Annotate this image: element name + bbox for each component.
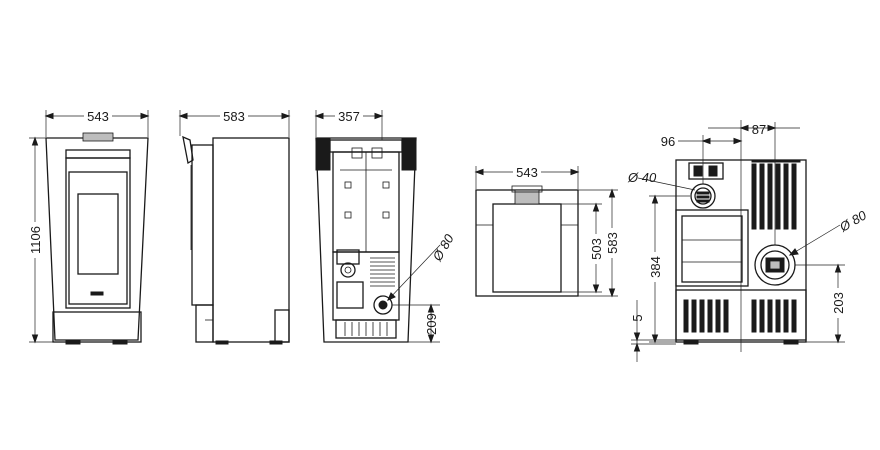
- back-view: 357 Ø 80 209: [314, 108, 457, 344]
- back-flue-diameter-label: Ø 80: [429, 231, 457, 264]
- rear-foot-height-label: 5: [630, 314, 645, 321]
- front-height-label: 1106: [28, 226, 43, 254]
- front-view: 543 1106: [26, 108, 150, 345]
- back-width-label: 357: [338, 109, 360, 124]
- top-width-label: 543: [516, 165, 538, 180]
- rear-offset-right-label: 87: [752, 122, 766, 137]
- rear-bottom-grille: [683, 299, 797, 333]
- top-view: 543 503 583: [474, 164, 620, 298]
- rear-vent-slots: [751, 159, 801, 230]
- front-width-label: 543: [87, 109, 109, 124]
- rear-offset-left-label: 96: [661, 134, 675, 149]
- rear-view: 96 87 Ø 40 Ø 80 384 203 5: [627, 120, 870, 362]
- top-depth-inner-label: 503: [589, 238, 604, 260]
- top-depth-outer-label: 583: [605, 232, 620, 254]
- rear-air-diameter-label: Ø 40: [627, 170, 657, 185]
- side-depth-label: 583: [223, 109, 245, 124]
- rear-flue-diameter-label: Ø 80: [836, 207, 869, 235]
- back-flue-height-label: 209: [424, 313, 439, 335]
- side-view: 583: [178, 108, 291, 345]
- rear-flue-height-label: 203: [831, 292, 846, 314]
- rear-air-height-label: 384: [648, 256, 663, 278]
